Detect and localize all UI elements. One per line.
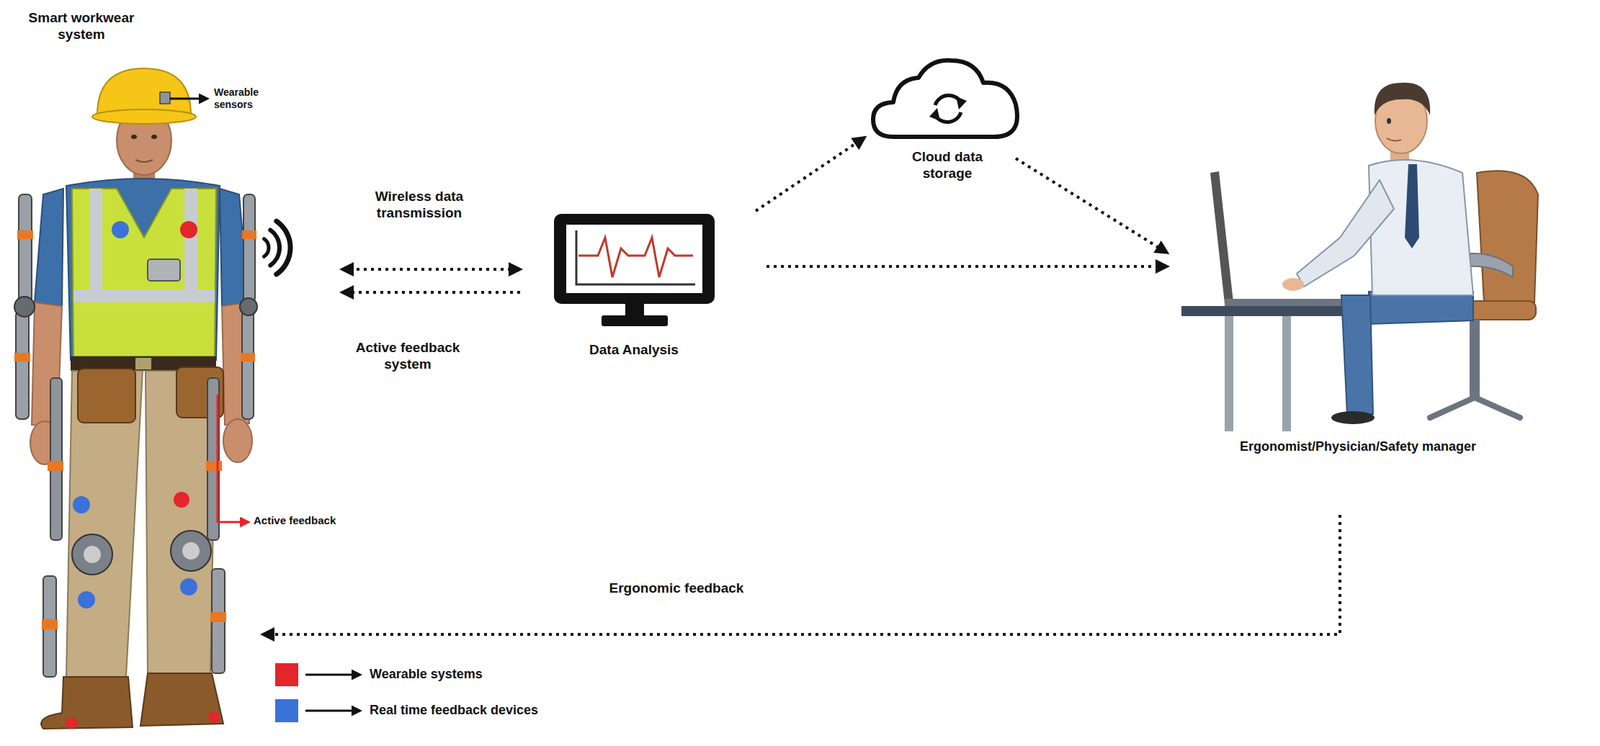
dotted-connector bbox=[342, 291, 521, 294]
legend-arrow bbox=[305, 674, 361, 677]
node-title: Data Analysis bbox=[547, 342, 721, 359]
node-title: Smart workwear system bbox=[20, 10, 143, 44]
node-title: Cloud data storage bbox=[893, 149, 1002, 183]
leader-line bbox=[170, 97, 208, 101]
worker-figure bbox=[14, 68, 258, 730]
dotted-connector bbox=[342, 267, 521, 271]
legend-swatch bbox=[275, 663, 299, 687]
legend-arrow bbox=[305, 710, 361, 713]
edge-label: Wireless data transmission bbox=[351, 188, 487, 222]
legend-text: Wearable systems bbox=[369, 667, 483, 683]
cloud-icon bbox=[873, 60, 1018, 137]
dotted-connector bbox=[1015, 158, 1168, 253]
analysis-node: Data Analysis bbox=[547, 208, 724, 368]
dotted-connector bbox=[766, 265, 1168, 268]
dotted-connector bbox=[262, 515, 1340, 635]
callout-label: Active feedback bbox=[253, 514, 398, 528]
person-at-desk bbox=[1181, 82, 1539, 432]
legend-swatch bbox=[275, 699, 299, 723]
worker-node: Smart workwear system bbox=[7, 5, 260, 743]
dotted-connector bbox=[755, 137, 865, 212]
node-title: Ergonomist/Physician/Safety manager bbox=[1167, 439, 1549, 456]
expert-node: Ergonomist/Physician/Safety manager bbox=[1167, 79, 1552, 469]
edge-label: Ergonomic feedback bbox=[569, 580, 784, 598]
edge-label: Active feedback system bbox=[340, 340, 476, 374]
wireless-symbol bbox=[264, 221, 291, 275]
monitor-icon bbox=[553, 213, 715, 327]
legend-text: Real time feedback devices bbox=[369, 703, 539, 719]
cloud-node: Cloud data storage bbox=[864, 68, 1031, 202]
leader-line bbox=[217, 394, 249, 523]
callout-label: Wearable sensors bbox=[213, 86, 286, 111]
